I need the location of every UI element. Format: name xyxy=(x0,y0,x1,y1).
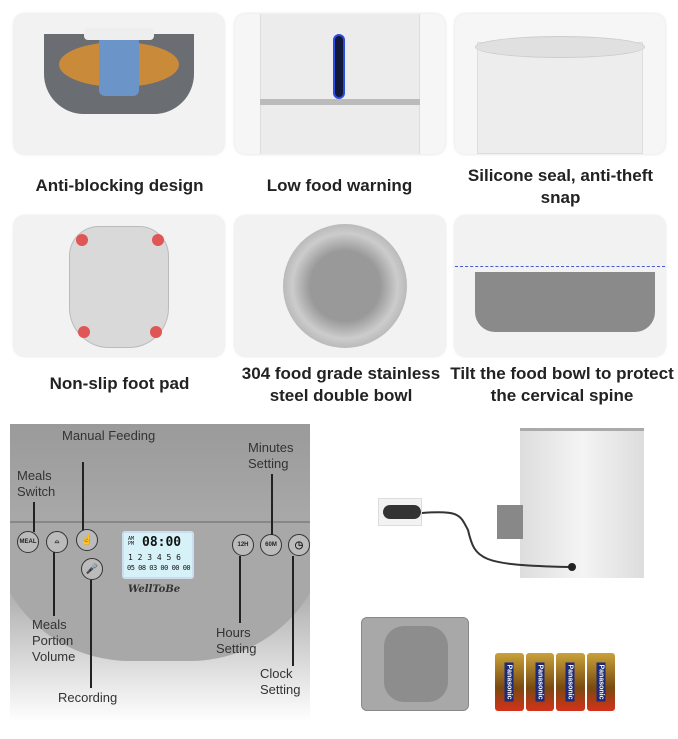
portion-button[interactable]: ⌓ xyxy=(46,531,68,553)
feature-card-tilt xyxy=(455,216,665,356)
leader-line xyxy=(53,552,55,616)
feature-card-seal xyxy=(455,14,665,154)
feature-caption: Anti-blocking design xyxy=(35,176,204,195)
tilted-bowl-icon xyxy=(475,272,655,332)
feeder-body xyxy=(520,428,644,578)
battery-compartment xyxy=(361,617,469,711)
leader-line xyxy=(292,556,294,666)
manual-feed-button[interactable]: ☝ xyxy=(76,529,98,551)
battery: Panasonic xyxy=(495,653,524,711)
adapter-plug xyxy=(383,505,421,519)
feature-caption: 304 food grade stainless steel double bo… xyxy=(241,364,441,405)
auger-hub xyxy=(99,36,139,96)
leader-line xyxy=(33,502,35,532)
feature-card-bowl xyxy=(235,216,445,356)
feature-caption: Low food warning xyxy=(266,176,413,195)
batteries: Panasonic Panasonic Panasonic Panasonic xyxy=(495,653,615,711)
leader-line xyxy=(90,580,92,688)
label-meals-portion: Meals Portion Volume xyxy=(32,617,76,664)
label-minutes-setting: Minutes Setting xyxy=(248,440,294,471)
feature-caption: Non-slip foot pad xyxy=(49,374,190,393)
lcd-meals: 1 2 3 4 5 6 xyxy=(128,553,181,562)
record-button[interactable]: 🎤 xyxy=(81,558,103,580)
label-meals-switch: Meals Switch xyxy=(17,468,56,499)
battery-slots xyxy=(384,626,448,702)
label-clock-setting: Clock Setting xyxy=(260,666,301,697)
feature-caption: Silicone seal, anti-theft snap xyxy=(467,166,654,207)
lcd-display: AM PM 08:00 1 2 3 4 5 6 05 08 03 00 00 0… xyxy=(122,531,194,579)
power-cable xyxy=(421,511,576,571)
label-hours-setting: Hours Setting xyxy=(216,625,257,656)
lcd-ampm: AM PM xyxy=(128,536,135,547)
hours-button[interactable]: 12H xyxy=(232,534,254,556)
lcd-portions: 05 08 03 00 00 00 xyxy=(127,564,191,572)
tilt-guide-line xyxy=(455,266,665,267)
power-adapter xyxy=(378,498,422,526)
battery: Panasonic xyxy=(556,653,585,711)
leader-line xyxy=(239,556,241,623)
leader-line xyxy=(82,462,84,530)
foot-pad-dot xyxy=(150,326,162,338)
feature-caption: Tilt the food bowl to protect the cervic… xyxy=(450,364,674,405)
lid-icon xyxy=(475,36,645,58)
feature-card-foot-pad xyxy=(14,216,224,356)
foot-pad-dot xyxy=(76,234,88,246)
meal-switch-button[interactable]: MEAL xyxy=(17,531,39,553)
foot-pad-dot xyxy=(152,234,164,246)
lcd-time: 08:00 xyxy=(142,535,182,550)
feeder-body xyxy=(477,42,643,154)
battery: Panasonic xyxy=(586,653,615,711)
bowl-icon xyxy=(283,224,407,348)
brand-logo: WellToBe xyxy=(128,584,181,595)
foot-pad-dot xyxy=(78,326,90,338)
control-panel: MEAL ⌓ ☝ 🎤 AM PM 08:00 1 2 3 4 5 6 05 08… xyxy=(10,424,310,722)
minutes-button[interactable]: 60M xyxy=(260,534,282,556)
battery-brand-label: Panasonic xyxy=(596,662,606,702)
battery-brand-label: Panasonic xyxy=(504,662,514,702)
auger-blade xyxy=(84,28,154,40)
label-recording: Recording xyxy=(58,690,118,705)
feeder-bowl xyxy=(497,505,523,539)
feature-card-low-food xyxy=(235,14,445,154)
label-manual-feeding: Manual Feeding xyxy=(62,428,156,443)
battery-brand-label: Panasonic xyxy=(565,662,575,702)
battery-brand-label: Panasonic xyxy=(535,662,545,702)
feature-card-anti-blocking xyxy=(14,14,224,154)
leader-line xyxy=(271,474,273,535)
battery: Panasonic xyxy=(525,653,554,711)
clock-button[interactable]: ◷ xyxy=(288,534,310,556)
indicator-icon xyxy=(333,34,345,99)
trim-band xyxy=(260,99,420,105)
